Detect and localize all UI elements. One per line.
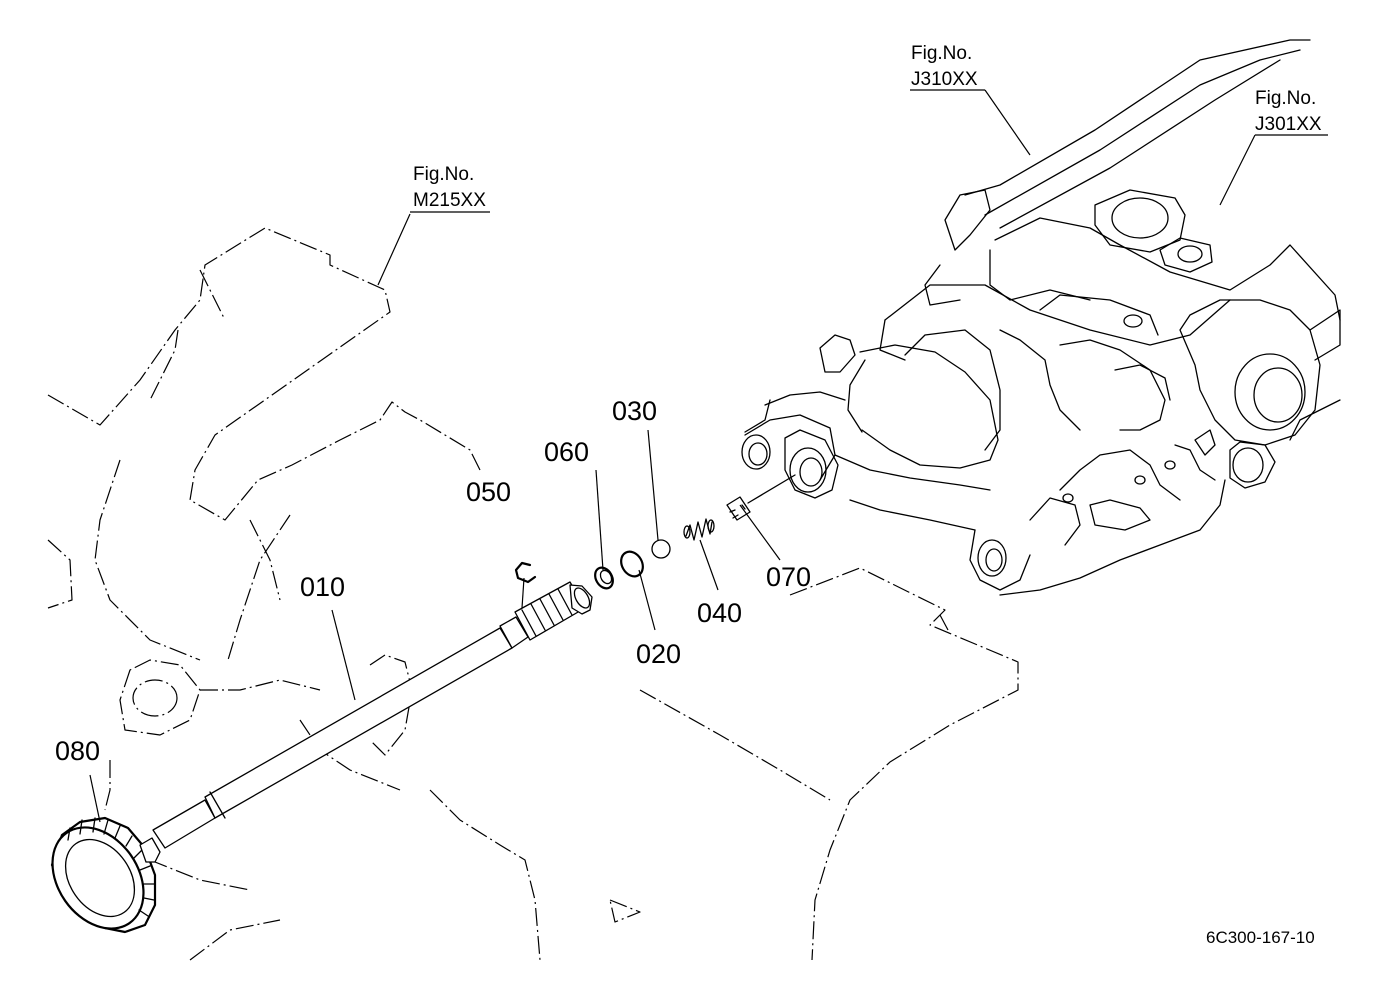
part-label-060[interactable]: 060	[544, 437, 589, 467]
plug-070	[726, 474, 796, 521]
adjusting-knob-080	[50, 816, 161, 934]
part-label-030[interactable]: 030	[612, 396, 657, 426]
part-label-050[interactable]: 050	[466, 477, 511, 507]
phantom-plate	[639, 567, 1019, 961]
fig-ref-j301-line2: J301XX	[1255, 114, 1322, 135]
housing-m215-phantom	[47, 227, 641, 961]
fig-ref-m215-line1: Fig.No.	[413, 164, 474, 185]
leader-lines	[89, 89, 1328, 823]
figure-reference-j301: Fig.No. J301XX	[1255, 88, 1322, 135]
backup-ring-060	[594, 566, 614, 590]
fig-ref-j301-line1: Fig.No.	[1255, 88, 1316, 109]
figure-reference-m215: Fig.No. M215XX	[410, 164, 490, 213]
part-label-080[interactable]: 080	[55, 736, 100, 766]
spring-040	[683, 518, 715, 541]
valve-shaft-010	[152, 581, 593, 849]
drawing-code: 6C300-167-10	[1206, 928, 1315, 947]
figure-reference-j310: Fig.No. J310XX	[911, 43, 978, 90]
part-label-010[interactable]: 010	[300, 572, 345, 602]
fig-ref-j310-line1: Fig.No.	[911, 43, 972, 64]
part-label-020[interactable]: 020	[636, 639, 681, 669]
snap-ring-050	[514, 561, 537, 584]
ball-030	[651, 539, 671, 559]
part-label-040[interactable]: 040	[697, 598, 742, 628]
hydraulic-block-j301	[741, 39, 1341, 596]
fig-ref-m215-line2: M215XX	[413, 190, 486, 211]
fig-ref-j310-line2: J310XX	[911, 69, 978, 90]
part-label-070[interactable]: 070	[766, 562, 811, 592]
o-ring-020	[620, 550, 644, 578]
